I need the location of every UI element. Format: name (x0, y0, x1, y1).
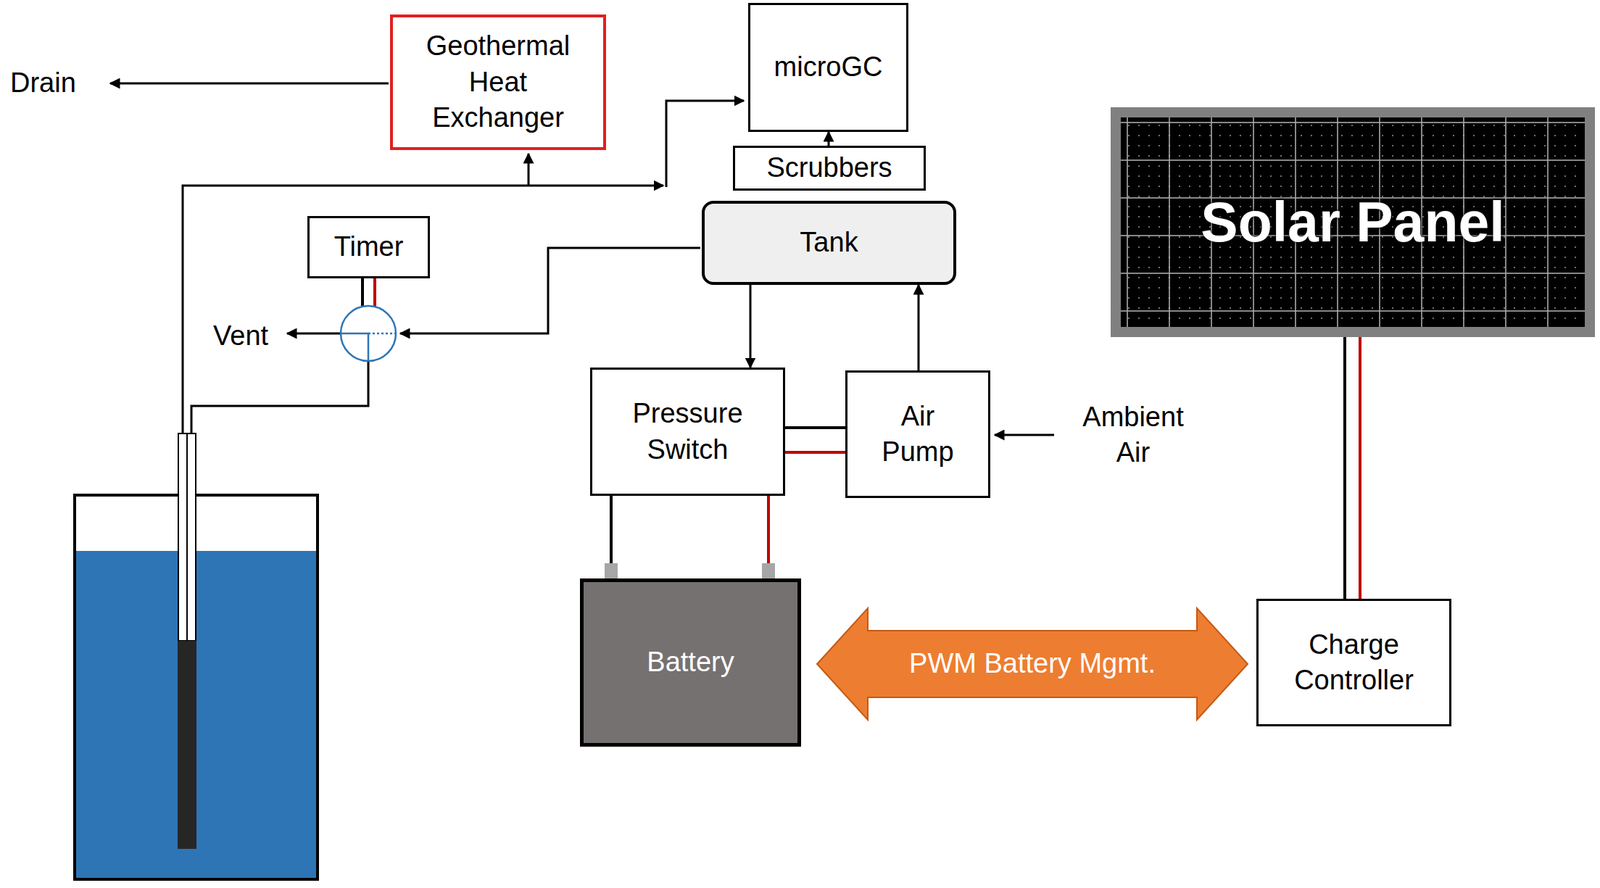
sample-line (527, 153, 530, 186)
gas-line (749, 284, 752, 368)
node-text: Scrubbers (766, 152, 892, 185)
wire (1358, 337, 1362, 599)
battery-terminal (761, 563, 775, 580)
wire (1343, 337, 1347, 599)
drain-label: Drain (10, 65, 77, 101)
valve-port (340, 333, 369, 362)
node-text: Pressure Switch (608, 395, 768, 468)
switch-box: Pressure Switch (590, 367, 786, 496)
sample-line (666, 100, 744, 188)
probe (177, 640, 197, 849)
inlet-tube (178, 433, 188, 641)
timer-box: Timer (307, 216, 430, 279)
instrument-box: microGC (748, 2, 909, 132)
node-text: Solar Panel (1200, 185, 1505, 259)
node-text: Timer (334, 229, 404, 265)
wire (785, 450, 846, 454)
valve-port (368, 332, 396, 335)
heat-exchanger-box: Geothermal Heat Exchanger (390, 14, 607, 151)
tank-box: Tank (701, 200, 957, 285)
node-text: Charge Controller (1270, 627, 1438, 699)
pwm-double-arrow (817, 608, 1248, 720)
gas-line (917, 284, 920, 371)
wire (785, 426, 846, 430)
scrubber-box: Scrubbers (732, 145, 926, 191)
drain-line (110, 82, 389, 85)
air-inlet (994, 434, 1055, 437)
return-tube (187, 433, 196, 641)
three-way-valve (340, 305, 396, 362)
timer-wire (361, 278, 364, 307)
node-text: Air Pump (870, 398, 965, 471)
solar-panel: Solar Panel (1110, 107, 1595, 338)
pump-box: Air Pump (845, 370, 991, 499)
ambient-air-label: Ambient Air (1071, 399, 1195, 472)
vent-label: Vent (213, 318, 269, 354)
return-line (191, 361, 369, 434)
node-text: Geothermal Heat Exchanger (411, 28, 586, 136)
node-text: Tank (799, 224, 858, 261)
gas-line (827, 131, 831, 146)
battery-terminal (604, 563, 618, 580)
edge-label: PWM Battery Mgmt. (906, 647, 1159, 681)
node-text: microGC (774, 49, 884, 85)
vent-line (287, 332, 341, 335)
node-text: Battery (646, 644, 734, 681)
purge-line (400, 247, 701, 334)
controller-box: Charge Controller (1256, 598, 1452, 727)
timer-wire (373, 278, 377, 307)
battery-box: Battery (579, 578, 802, 747)
